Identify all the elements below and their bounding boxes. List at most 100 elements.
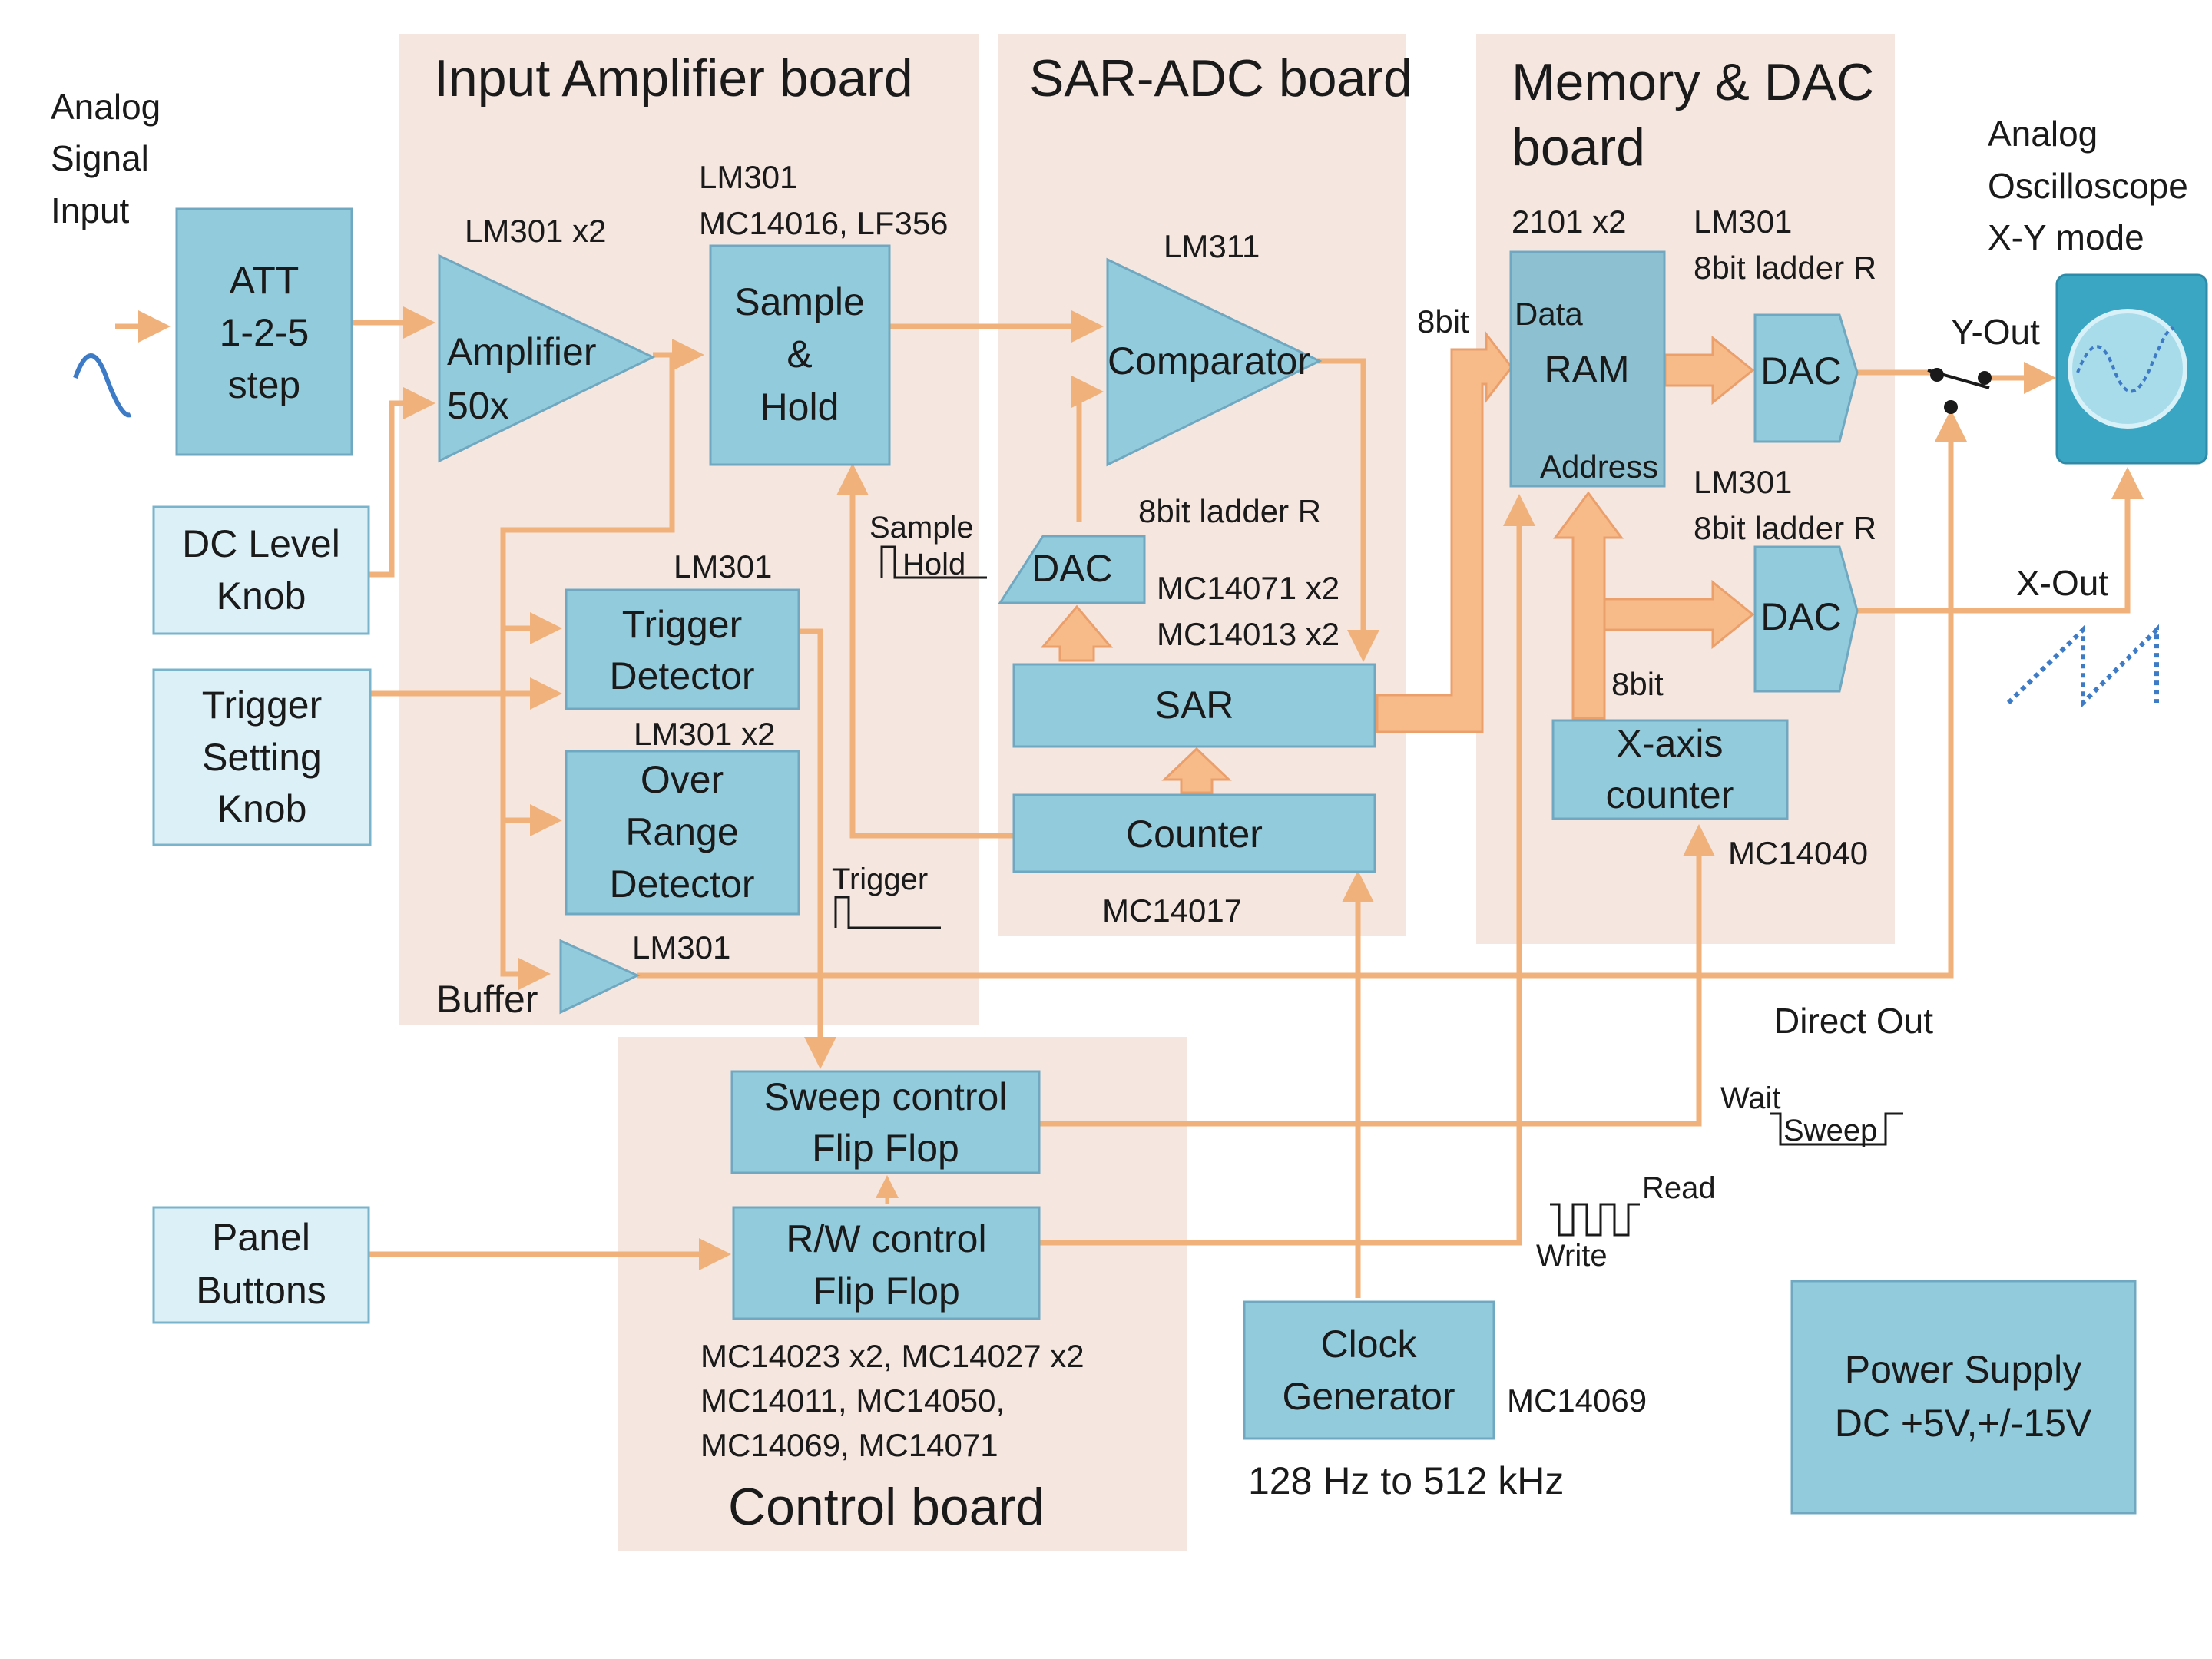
y-out-label: Y-Out (1951, 312, 2040, 352)
dac-y-block: DAC (1753, 313, 1859, 443)
svg-text:Setting: Setting (202, 736, 322, 779)
trigger-detector-part: LM301 (674, 548, 772, 584)
trigger-detector-block: Trigger Detector (565, 588, 800, 710)
addr-8bit-label: 8bit (1611, 666, 1664, 702)
svg-text:Range: Range (625, 810, 738, 853)
svg-text:Panel: Panel (212, 1216, 310, 1259)
svg-text:Data: Data (1515, 296, 1583, 332)
memory-dac-board-title-line1: Memory & DAC (1512, 53, 1874, 111)
ram-8bit-label: 8bit (1417, 303, 1469, 339)
svg-text:X-axis: X-axis (1617, 722, 1724, 765)
sample-hold-block: Sample & Hold (709, 244, 891, 466)
clock-part: MC14069 (1507, 1382, 1647, 1419)
over-range-detector-block: Over Range Detector (565, 750, 800, 916)
input-label-2: Signal (51, 138, 149, 178)
comparator-part: LM311 (1164, 228, 1260, 264)
input-label-1: Analog (51, 87, 161, 127)
rw-control-ff-block: R/W control Flip Flop (732, 1206, 1041, 1320)
ram-block: Data RAM Address (1509, 250, 1666, 488)
svg-text:1-2-5: 1-2-5 (220, 311, 310, 354)
x-axis-counter-block: X-axis counter (1551, 719, 1789, 820)
svg-text:counter: counter (1606, 773, 1734, 816)
amplifier-block: Amplifier 50x (438, 253, 656, 463)
svg-text:Generator: Generator (1282, 1375, 1455, 1418)
sar-block: SAR (1012, 663, 1376, 748)
svg-text:Trigger: Trigger (202, 684, 323, 727)
svg-text:Flip Flop: Flip Flop (812, 1127, 959, 1170)
write-label: Write (1536, 1239, 1608, 1273)
svg-text:RAM: RAM (1544, 348, 1629, 391)
svg-text:&: & (786, 333, 812, 376)
read-label: Read (1642, 1171, 1716, 1205)
svg-text:Comparator: Comparator (1108, 339, 1310, 382)
att-block: ATT 1-2-5 step (175, 207, 353, 456)
svg-text:DAC: DAC (1760, 595, 1842, 638)
svg-text:DAC: DAC (1031, 547, 1113, 590)
sar-part-1: MC14071 x2 (1157, 570, 1339, 606)
sample-hold-part-1: LM301 (699, 159, 797, 195)
dac-x-block: DAC (1753, 545, 1859, 693)
sawtooth-icon (2006, 624, 2159, 709)
svg-text:DC Level: DC Level (182, 522, 340, 565)
adc-dac-block: DAC (998, 535, 1146, 604)
svg-text:50x: 50x (447, 384, 509, 427)
bus-arrows (1040, 330, 1755, 794)
scope-label-1: Analog (1988, 114, 2098, 154)
buffer-part: LM301 (632, 929, 730, 965)
svg-text:Power Supply: Power Supply (1845, 1348, 2082, 1391)
svg-text:Clock: Clock (1320, 1323, 1417, 1366)
svg-text:step: step (228, 363, 301, 406)
ram-part: 2101 x2 (1512, 204, 1626, 240)
hold-label: Hold (902, 548, 965, 581)
counter-block: Counter (1012, 793, 1376, 873)
comparator-block: Comparator (1106, 257, 1323, 467)
svg-text:DAC: DAC (1760, 349, 1842, 392)
buffer-block (559, 939, 641, 1015)
svg-text:Knob: Knob (217, 575, 306, 618)
svg-text:Flip Flop: Flip Flop (813, 1270, 960, 1313)
sar-part-2: MC14013 x2 (1157, 616, 1339, 652)
input-label-3: Input (51, 190, 130, 230)
memory-dac-board-title-line2: board (1512, 118, 1645, 177)
control-part-2: MC14011, MC14050, (700, 1382, 1005, 1419)
y-out-switch (1927, 368, 1992, 414)
input-sine-icon (73, 353, 132, 418)
clock-generator-block: Clock Generator (1243, 1300, 1495, 1440)
control-part-1: MC14023 x2, MC14027 x2 (700, 1338, 1084, 1374)
sweep-control-ff-block: Sweep control Flip Flop (730, 1070, 1041, 1174)
oscilloscope-icon (2055, 273, 2208, 465)
trigger-setting-knob: Trigger Setting Knob (152, 668, 372, 846)
svg-text:Address: Address (1540, 449, 1658, 485)
x-axis-counter-part: MC14040 (1728, 835, 1868, 871)
svg-text:Buttons: Buttons (196, 1269, 326, 1312)
control-part-3: MC14069, MC14071 (700, 1427, 998, 1463)
svg-text:Detector: Detector (610, 654, 755, 697)
svg-text:Trigger: Trigger (622, 603, 743, 646)
dac-y-part-1: LM301 (1694, 204, 1792, 240)
sample-hold-part-2: MC14016, LF356 (699, 205, 949, 241)
svg-text:Detector: Detector (610, 863, 755, 906)
svg-text:ATT: ATT (230, 259, 300, 302)
power-supply-block: Power Supply DC +5V,+/-15V (1790, 1280, 2137, 1515)
dac-x-part-2: 8bit ladder R (1694, 510, 1876, 546)
dac-y-part-2: 8bit ladder R (1694, 250, 1876, 286)
amplifier-part: LM301 x2 (465, 213, 606, 249)
input-amplifier-board-title: Input Amplifier board (434, 49, 913, 108)
svg-text:Sample: Sample (734, 280, 865, 323)
sar-adc-board-title: SAR-ADC board (1029, 49, 1412, 108)
scope-label-3: X-Y mode (1988, 217, 2144, 257)
svg-text:R/W control: R/W control (786, 1217, 986, 1260)
wait-label: Wait (1720, 1081, 1781, 1115)
svg-text:Knob: Knob (217, 787, 307, 830)
dc-level-knob: DC Level Knob (152, 505, 370, 635)
panel-buttons: Panel Buttons (152, 1206, 370, 1324)
dac-x-part-1: LM301 (1694, 464, 1792, 500)
sample-label: Sample (869, 511, 974, 545)
svg-text:Sweep control: Sweep control (764, 1075, 1008, 1118)
clock-frequency: 128 Hz to 512 kHz (1248, 1459, 1564, 1502)
direct-out-label: Direct Out (1774, 1001, 1933, 1041)
svg-text:DC +5V,+/-15V: DC +5V,+/-15V (1835, 1402, 2092, 1445)
waveform-glyphs (834, 545, 1903, 1237)
svg-text:SAR: SAR (1155, 684, 1234, 727)
x-out-label: X-Out (2016, 563, 2108, 603)
